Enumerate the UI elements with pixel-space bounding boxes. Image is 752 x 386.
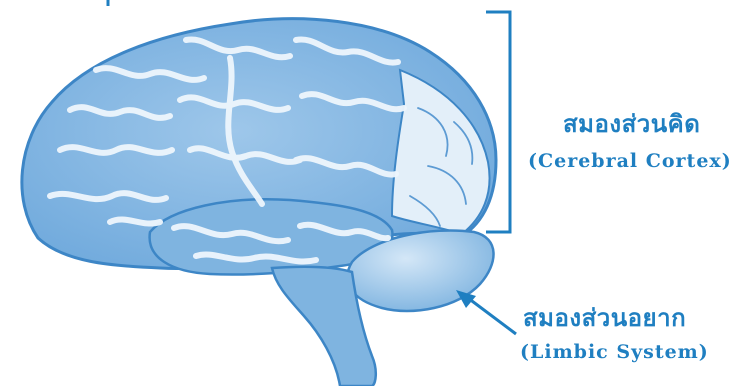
limbic-thai-label: สมองส่วนอยาก <box>523 298 686 337</box>
cortex-english-label: (Cerebral Cortex) <box>528 150 732 172</box>
cortex-thai-label: สมองส่วนคิด <box>563 104 700 143</box>
arrow-icon <box>456 290 516 334</box>
limbic-english-label: (Limbic System) <box>520 341 709 363</box>
